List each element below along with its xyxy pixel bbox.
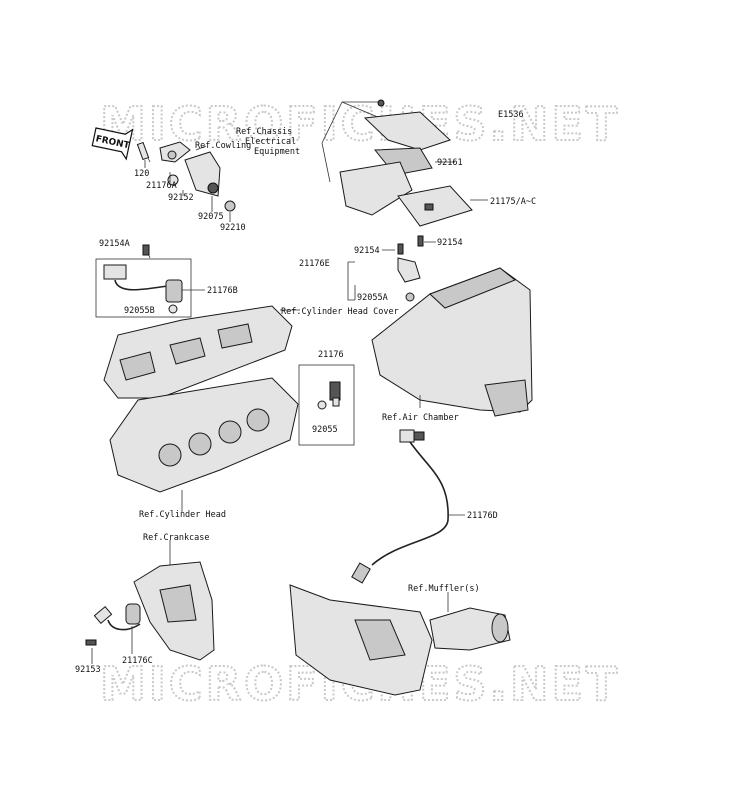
label-ref-air-chamber: Ref.Air Chamber (382, 413, 459, 423)
label-21176E: 21176E (299, 259, 330, 269)
label-ref-chassis-1: Ref.Chassis (236, 127, 292, 137)
label-ref-muffler: Ref.Muffler(s) (408, 584, 480, 594)
cylinder-head-cover (103, 305, 300, 399)
sensor-21176E-group (347, 235, 436, 302)
sensor-21176D-group (351, 429, 465, 584)
label-92152: 92152 (168, 193, 194, 203)
label-ref-chassis-3: Equipment (254, 147, 300, 157)
label-ref-crankcase: Ref.Crankcase (143, 533, 210, 543)
air-chamber (371, 267, 533, 417)
label-92055: 92055 (312, 425, 338, 435)
label-21175: 21175/A~C (490, 197, 536, 207)
label-21176: 21176 (318, 350, 344, 360)
label-ref-cylinder-head: Ref.Cylinder Head (139, 510, 226, 520)
label-92161: 92161 (437, 158, 463, 168)
watermark-top: MICROFICHES.NET (100, 97, 620, 151)
sensor-21176B-group (95, 244, 205, 318)
chassis-bracket-group (321, 99, 488, 227)
label-21176B: 21176B (207, 286, 238, 296)
crankcase-group (85, 540, 215, 664)
label-21176A: 21176A (146, 181, 177, 191)
label-92055B: 92055B (124, 306, 155, 316)
label-92055A: 92055A (357, 293, 388, 303)
cowling-sensor-group (136, 141, 236, 222)
label-92153: 92153 (75, 665, 101, 675)
cylinder-head (109, 377, 299, 512)
label-92075: 92075 (198, 212, 224, 222)
label-21176C: 21176C (122, 656, 153, 666)
label-ref-cylinder-head-cover: Ref.Cylinder Head Cover (281, 307, 399, 317)
label-120: 120 (134, 169, 149, 179)
label-92154-right: 92154 (437, 238, 463, 248)
label-ref-cowling: Ref.Cowling (195, 141, 251, 151)
diagram-code: E1536 (498, 110, 524, 120)
muffler (289, 584, 511, 696)
label-92154A: 92154A (99, 239, 130, 249)
label-92210: 92210 (220, 223, 246, 233)
label-92154-left: 92154 (354, 246, 380, 256)
label-21176D: 21176D (467, 511, 498, 521)
sensor-21176-group (298, 364, 355, 446)
label-ref-chassis-2: Electrical (245, 137, 296, 147)
front-direction-badge: FRONT (91, 127, 134, 161)
